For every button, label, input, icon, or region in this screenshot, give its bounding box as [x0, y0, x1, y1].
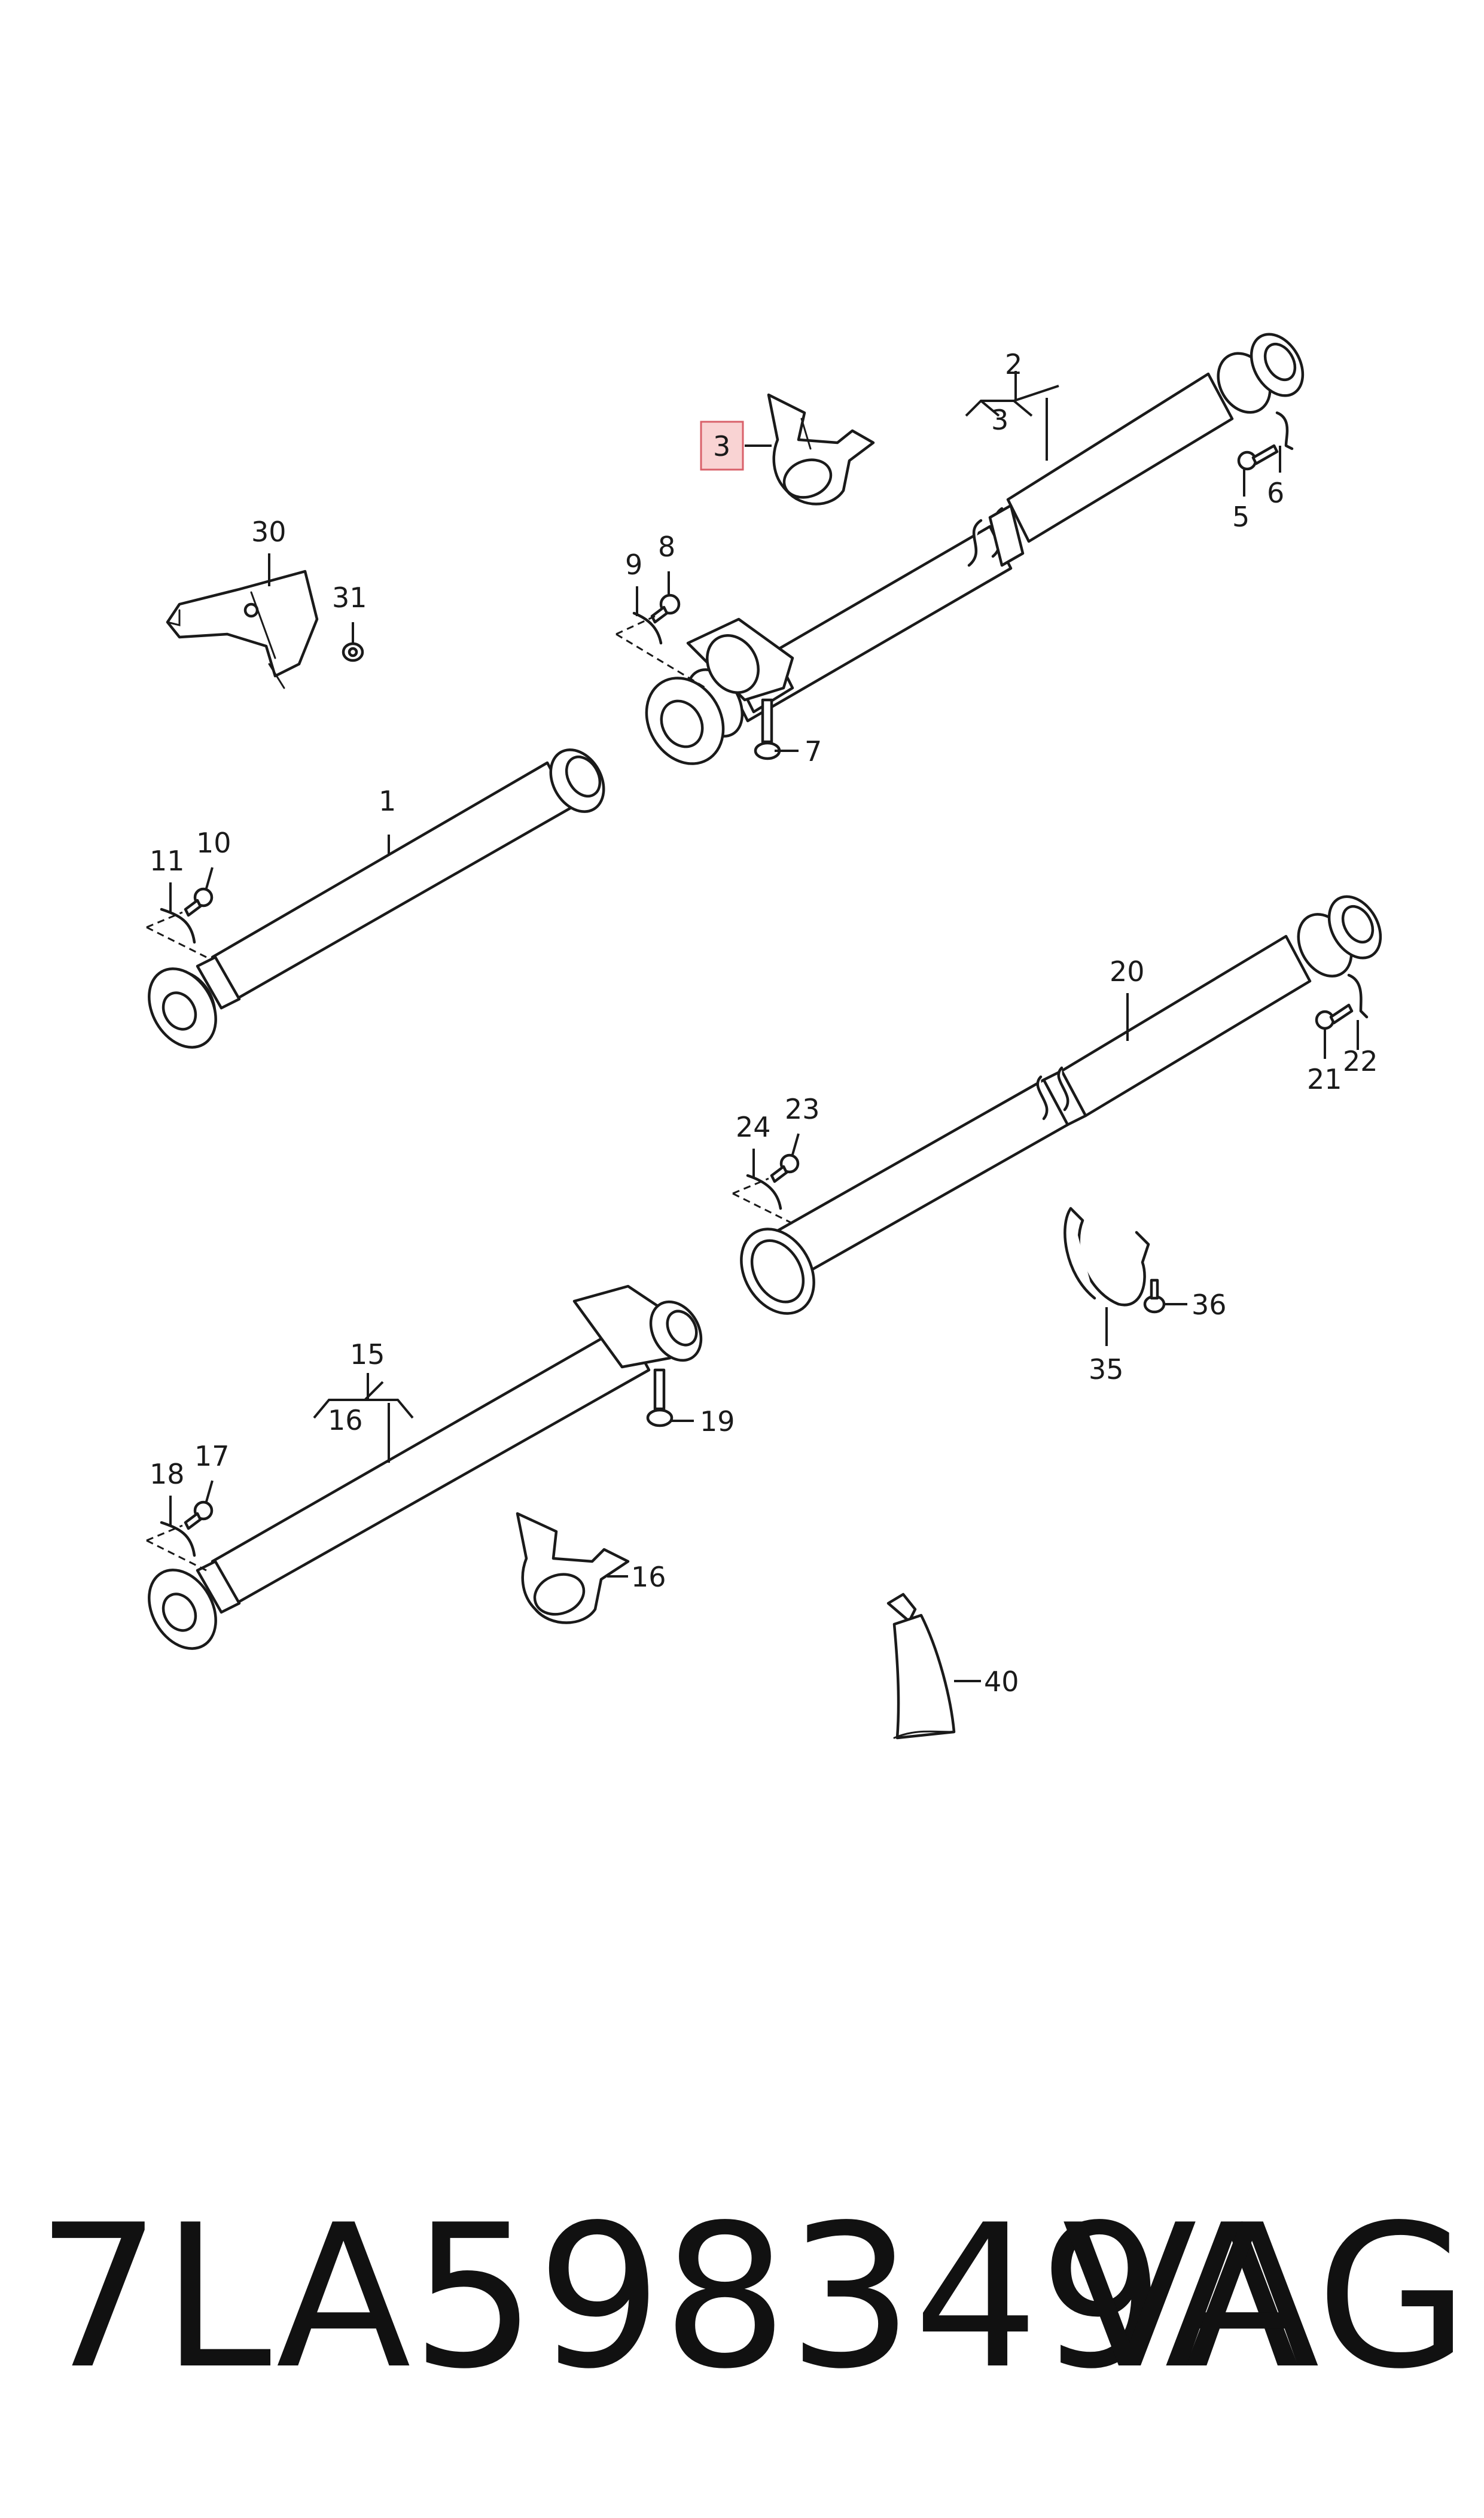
callout-11: 11 — [150, 845, 185, 877]
callout-19: 22 — [1343, 1045, 1378, 1077]
callout-22: 17 — [194, 1440, 230, 1472]
bolt-22 — [184, 1500, 214, 1530]
callout-16: 16 — [631, 1561, 666, 1593]
callout-3-bracket: 3 — [991, 404, 1008, 436]
callout-2: 2 — [1005, 348, 1022, 380]
callout-1: 1 — [379, 785, 396, 817]
callout-7: 7 — [805, 735, 822, 768]
bolt-18 — [1315, 1003, 1354, 1030]
callout-20: 23 — [785, 1093, 820, 1125]
bolt-36 — [1143, 1278, 1166, 1314]
shaft-2-assembly — [645, 333, 1305, 765]
leader-lines — [169, 371, 1359, 1682]
shaft-17 — [740, 895, 1382, 1315]
callout-8: 8 — [658, 531, 675, 563]
shaft-1 — [148, 748, 605, 1049]
callout-35: 35 — [1089, 1353, 1124, 1386]
bolt-8 — [650, 593, 681, 624]
heat-shield-30 — [166, 570, 319, 689]
bearing-bracket-3 — [767, 393, 875, 506]
callout-15: 15 — [350, 1338, 385, 1371]
callout-30: 30 — [251, 516, 287, 548]
callout-9: 9 — [625, 549, 642, 581]
clamp-35 — [1064, 1207, 1150, 1307]
part-number: 7LA598349A — [36, 2182, 1300, 2412]
brand-name: VAG — [1062, 2182, 1469, 2412]
shaft-15 — [148, 1284, 703, 1650]
callout-labels: 2 3 3 5 6 7 8 9 1 10 11 30 31 20 21 22 2… — [150, 348, 1378, 1698]
callout-16-bracket: 16 — [328, 1404, 363, 1436]
callout-10: 10 — [196, 827, 231, 859]
highlight-box-part-3 — [700, 421, 744, 471]
clip-6 — [1275, 411, 1294, 450]
callout-6: 6 — [1267, 477, 1284, 509]
callout-24: 19 — [700, 1405, 735, 1438]
callout-23: 18 — [150, 1458, 185, 1490]
callout-36: 36 — [1192, 1289, 1227, 1321]
callout-31: 31 — [332, 581, 367, 614]
bearing-bracket-16 — [516, 1512, 630, 1624]
bolt-5 — [1237, 444, 1279, 471]
bolt-10 — [184, 887, 214, 917]
bolt-20 — [770, 1153, 800, 1183]
clip-19 — [1347, 973, 1369, 1019]
bolt-24 — [646, 1368, 674, 1427]
nut-31 — [342, 642, 364, 662]
callout-17: 20 — [1110, 955, 1145, 988]
callout-3[interactable]: 3 — [713, 430, 730, 462]
callout-21: 24 — [736, 1111, 771, 1143]
callout-18: 21 — [1307, 1063, 1342, 1095]
grease-tube-40 — [886, 1593, 956, 1740]
footer: 7LA598349A VAG — [0, 2184, 1484, 2411]
callout-5: 5 — [1232, 501, 1250, 533]
callout-40: 40 — [984, 1666, 1019, 1698]
